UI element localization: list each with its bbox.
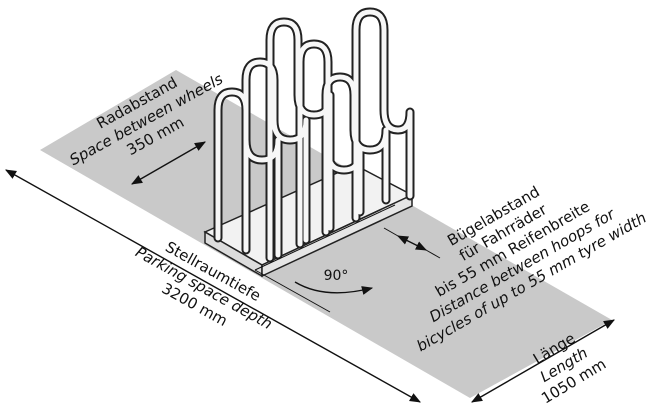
angle-label: 90°	[324, 268, 349, 284]
hoop-spacing-arrow	[396, 235, 428, 251]
rack-hoops	[213, 7, 415, 263]
dimension-lines	[5, 141, 615, 403]
angle-ref-line-1	[254, 204, 396, 271]
length-arrow	[471, 319, 615, 403]
depth-arrow	[5, 169, 421, 403]
angle-ref-line-2	[254, 269, 331, 313]
angle-arc	[294, 281, 374, 295]
